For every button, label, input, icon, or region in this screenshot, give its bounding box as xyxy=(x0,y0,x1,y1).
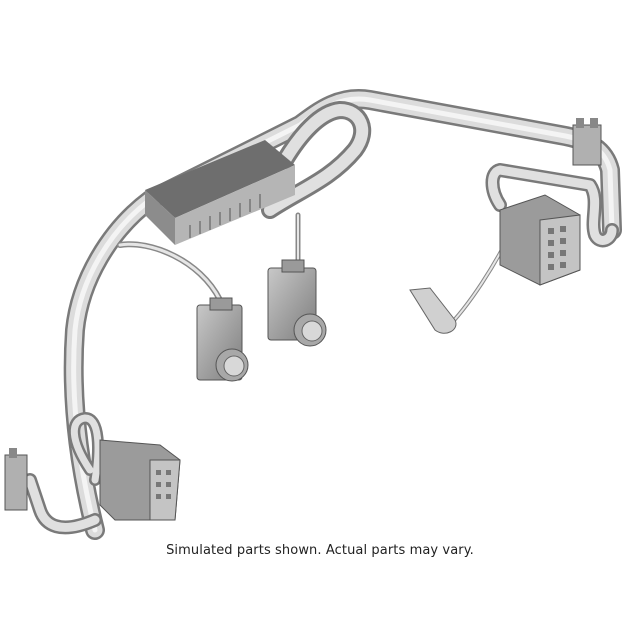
sensor-connector-center xyxy=(267,259,327,347)
sensor-connector-left xyxy=(196,297,249,382)
right-multipin-connector xyxy=(499,194,581,286)
ground-strap xyxy=(409,287,457,334)
bottom-left-connector xyxy=(99,439,181,521)
left-end-clip xyxy=(4,448,28,511)
right-top-clip xyxy=(572,118,602,166)
disclaimer-caption: Simulated parts shown. Actual parts may … xyxy=(166,543,474,558)
central-connector-block xyxy=(145,140,295,245)
